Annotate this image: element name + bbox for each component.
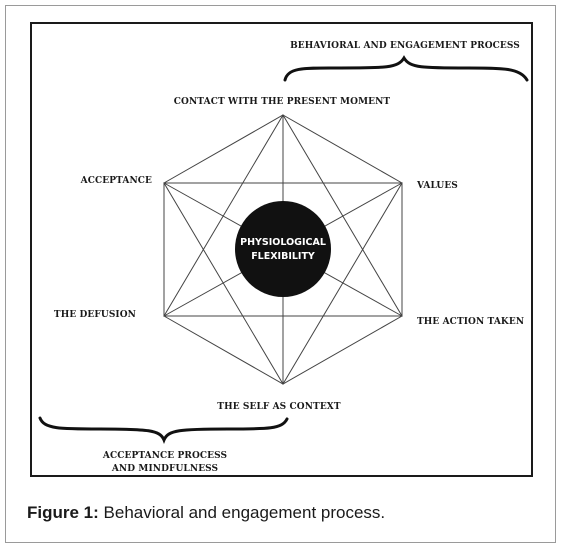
node-label-upper-left: ACCEPTANCE bbox=[80, 176, 152, 186]
node-label-upper-right: VALUES bbox=[416, 181, 458, 191]
bottom-brace-label-line1: ACCEPTANCE PROCESS bbox=[102, 451, 227, 461]
center-label-line1: PHYSIOLOGICAL bbox=[240, 237, 326, 248]
figure-caption-text: Behavioral and engagement process. bbox=[98, 503, 386, 522]
node-label-top: CONTACT WITH THE PRESENT MOMENT bbox=[174, 97, 391, 107]
figure-caption-label: Figure 1: bbox=[27, 503, 99, 522]
top-curly-brace bbox=[283, 55, 529, 82]
center-label-line2: FLEXIBILITY bbox=[251, 251, 315, 262]
node-label-bottom: THE SELF AS CONTEXT bbox=[217, 402, 341, 412]
top-brace-label: BEHAVIORAL AND ENGAGEMENT PROCESS bbox=[290, 41, 520, 51]
bottom-curly-brace bbox=[38, 416, 289, 445]
bottom-brace-label-line2: AND MINDFULNESS bbox=[111, 464, 218, 474]
center-circle bbox=[235, 201, 331, 297]
figure-caption: Figure 1: Behavioral and engagement proc… bbox=[27, 503, 385, 523]
node-label-lower-right: THE ACTION TAKEN bbox=[417, 317, 524, 327]
node-label-lower-left: THE DEFUSION bbox=[54, 310, 136, 320]
